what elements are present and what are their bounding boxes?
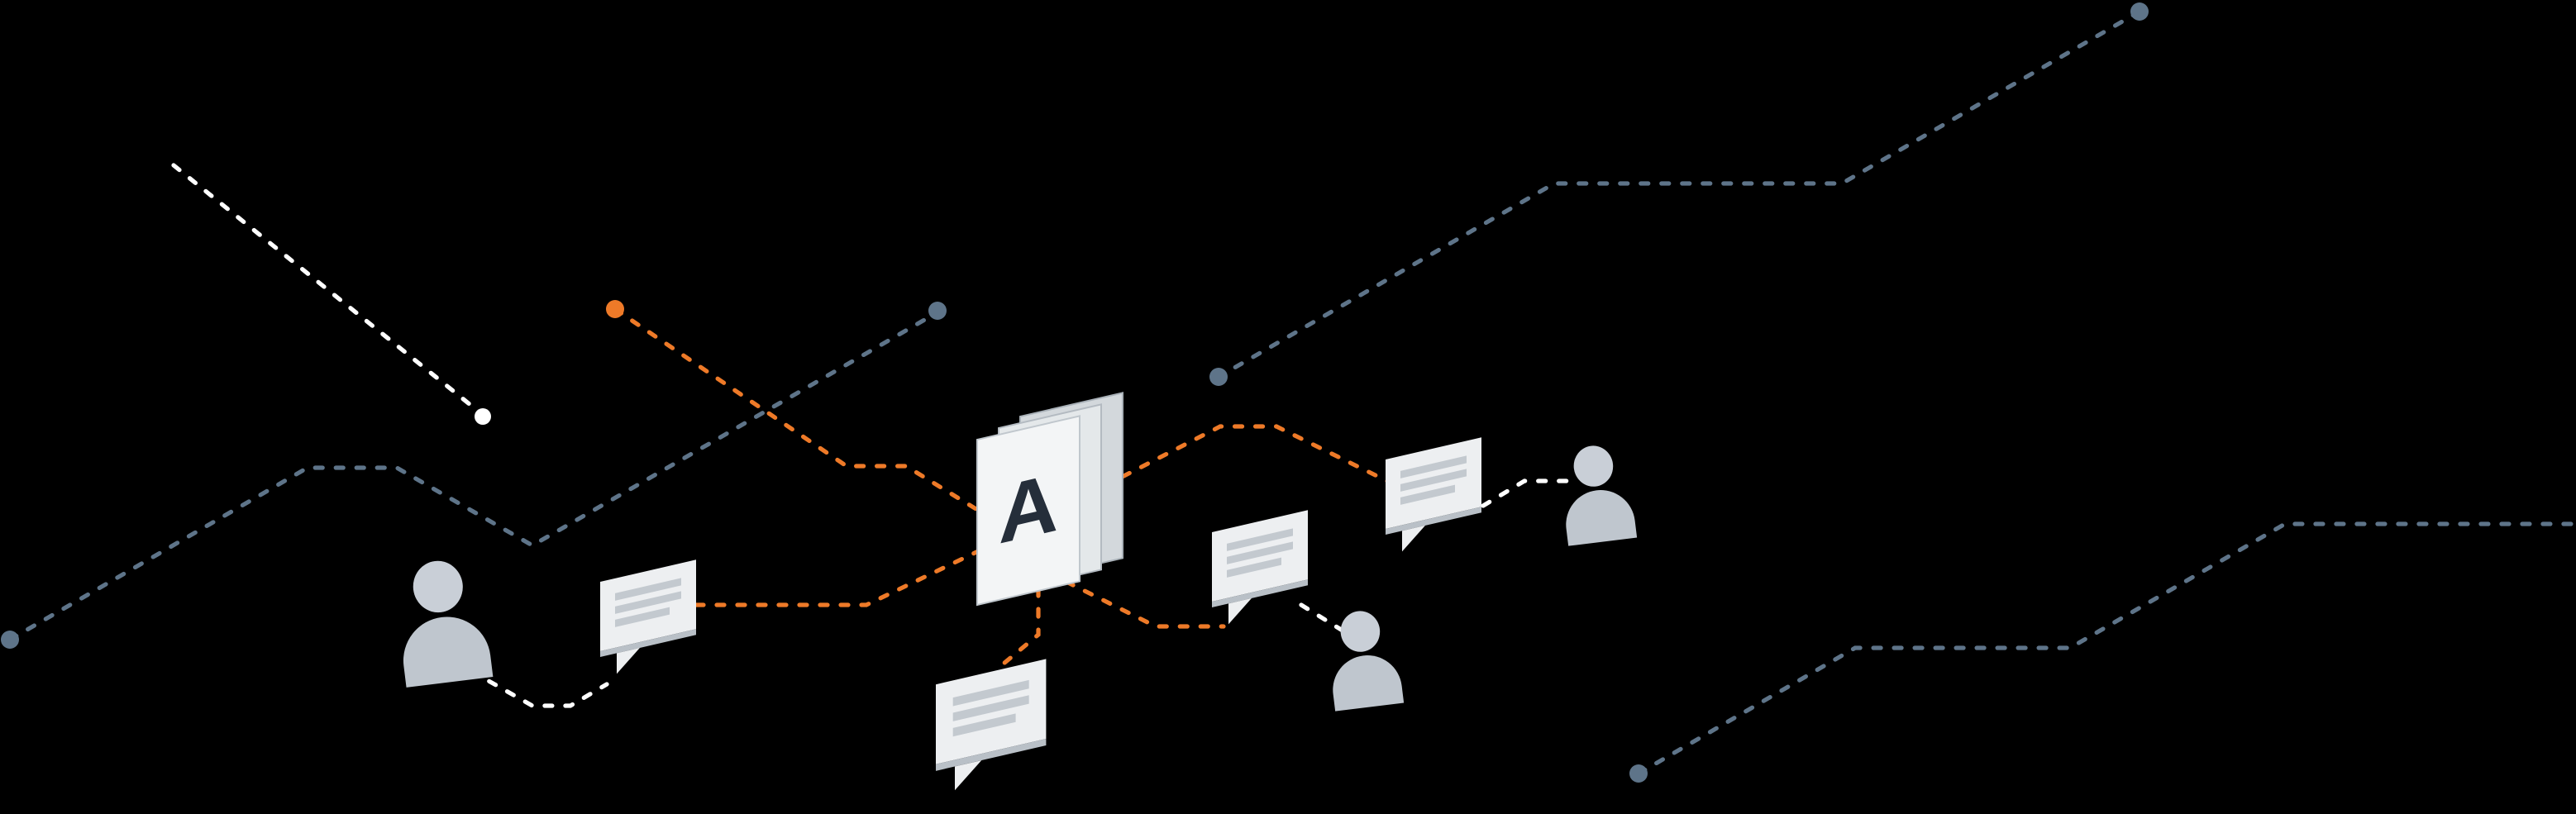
connector-document-to-bubble-bottom (996, 586, 1041, 670)
person-icon-right (1556, 441, 1638, 546)
connector-bubble-right-to-person-right (1481, 478, 1570, 508)
endpoint-dot-slate-mid-right (1209, 368, 1228, 386)
person-icon-left (391, 555, 494, 688)
connector-document-to-bubble-right (1102, 424, 1400, 488)
connector-layer (7, 9, 2576, 776)
message-bubble-icon-right (1386, 437, 1481, 555)
connector-slate-zigzag-bottom-right (1636, 521, 2576, 776)
endpoint-dot-white (475, 408, 491, 425)
message-bubble-icon-center (1212, 510, 1308, 628)
message-bubble-icon-bottom (936, 659, 1047, 795)
endpoint-dot-slate-top-right (2130, 2, 2149, 21)
document-stack-icon: A (976, 392, 1123, 607)
person-icon-center (1323, 607, 1405, 712)
endpoint-dot-slate-left-edge (1, 631, 19, 649)
endpoint-dot-slate-bottom-right (1629, 764, 1648, 783)
connector-document-to-bubble-center (1064, 579, 1226, 629)
endpoint-dot-orange (606, 300, 624, 318)
endpoint-dot-layer (1, 2, 2149, 783)
document-letter: A (999, 456, 1058, 562)
document-page-front (976, 415, 1080, 607)
connector-slate-zigzag-left (7, 310, 940, 642)
connector-white-diagonal-top-left (171, 163, 485, 417)
endpoint-dot-slate-center (928, 302, 947, 320)
connector-bubble-left-to-document (694, 541, 996, 607)
connector-slate-zigzag-top-right (1216, 9, 2142, 379)
connector-orange-dot-to-document (613, 307, 1011, 531)
message-bubble-icon-left (600, 559, 696, 678)
connector-person-left-to-bubble-left (469, 669, 609, 708)
